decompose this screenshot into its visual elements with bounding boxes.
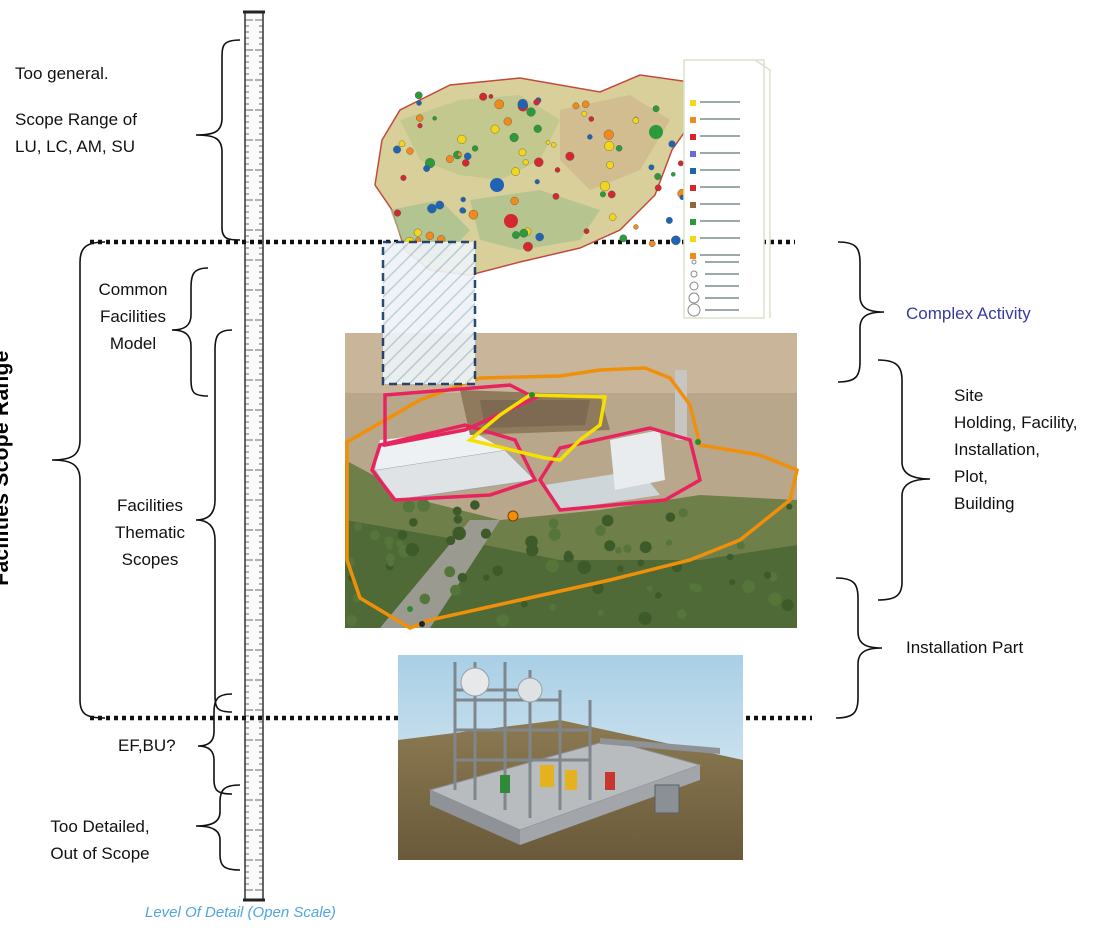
brace-facilities-scope — [51, 241, 106, 719]
site-item: Building — [954, 494, 1015, 513]
label-installation-part: Installation Part — [906, 638, 1024, 657]
brace-site — [877, 359, 931, 601]
label-ef-bu: EF,BU? — [118, 736, 176, 755]
site-item: Site — [954, 386, 984, 405]
brace-too-general — [195, 39, 241, 241]
site-item: Plot, — [954, 467, 989, 486]
scale-caption: Level Of Detail (Open Scale) — [145, 904, 336, 921]
hatch-box — [381, 240, 477, 386]
label-scope-range: Scope Range of LU, LC, AM, SU — [15, 110, 137, 156]
brace-ef-bu — [197, 693, 233, 795]
label-site-list: Site Holding, Facility, Installation, Pl… — [954, 382, 1077, 517]
site-item: Installation, — [954, 440, 1040, 459]
brace-thematic — [195, 329, 233, 713]
plant-3d-illustration — [398, 655, 743, 860]
brace-common-model — [171, 267, 209, 397]
brace-too-detailed — [195, 784, 241, 871]
brace-complex-activity — [837, 241, 885, 383]
label-common-model: Common Facilities Model — [98, 280, 168, 353]
diagram-title: Facilities Scope Range — [0, 350, 13, 586]
site-item: Holding, Facility, — [954, 413, 1078, 432]
brace-installation-part — [835, 577, 883, 719]
label-too-detailed: Too Detailed, Out of Scope — [50, 817, 150, 863]
map-illustration — [374, 59, 771, 319]
label-thematic-scopes: Facilities Thematic Scopes — [115, 496, 185, 569]
ruler-scale — [243, 10, 265, 902]
label-complex-activity: Complex Activity — [906, 304, 1031, 323]
label-too-general: Too general. — [15, 64, 109, 83]
